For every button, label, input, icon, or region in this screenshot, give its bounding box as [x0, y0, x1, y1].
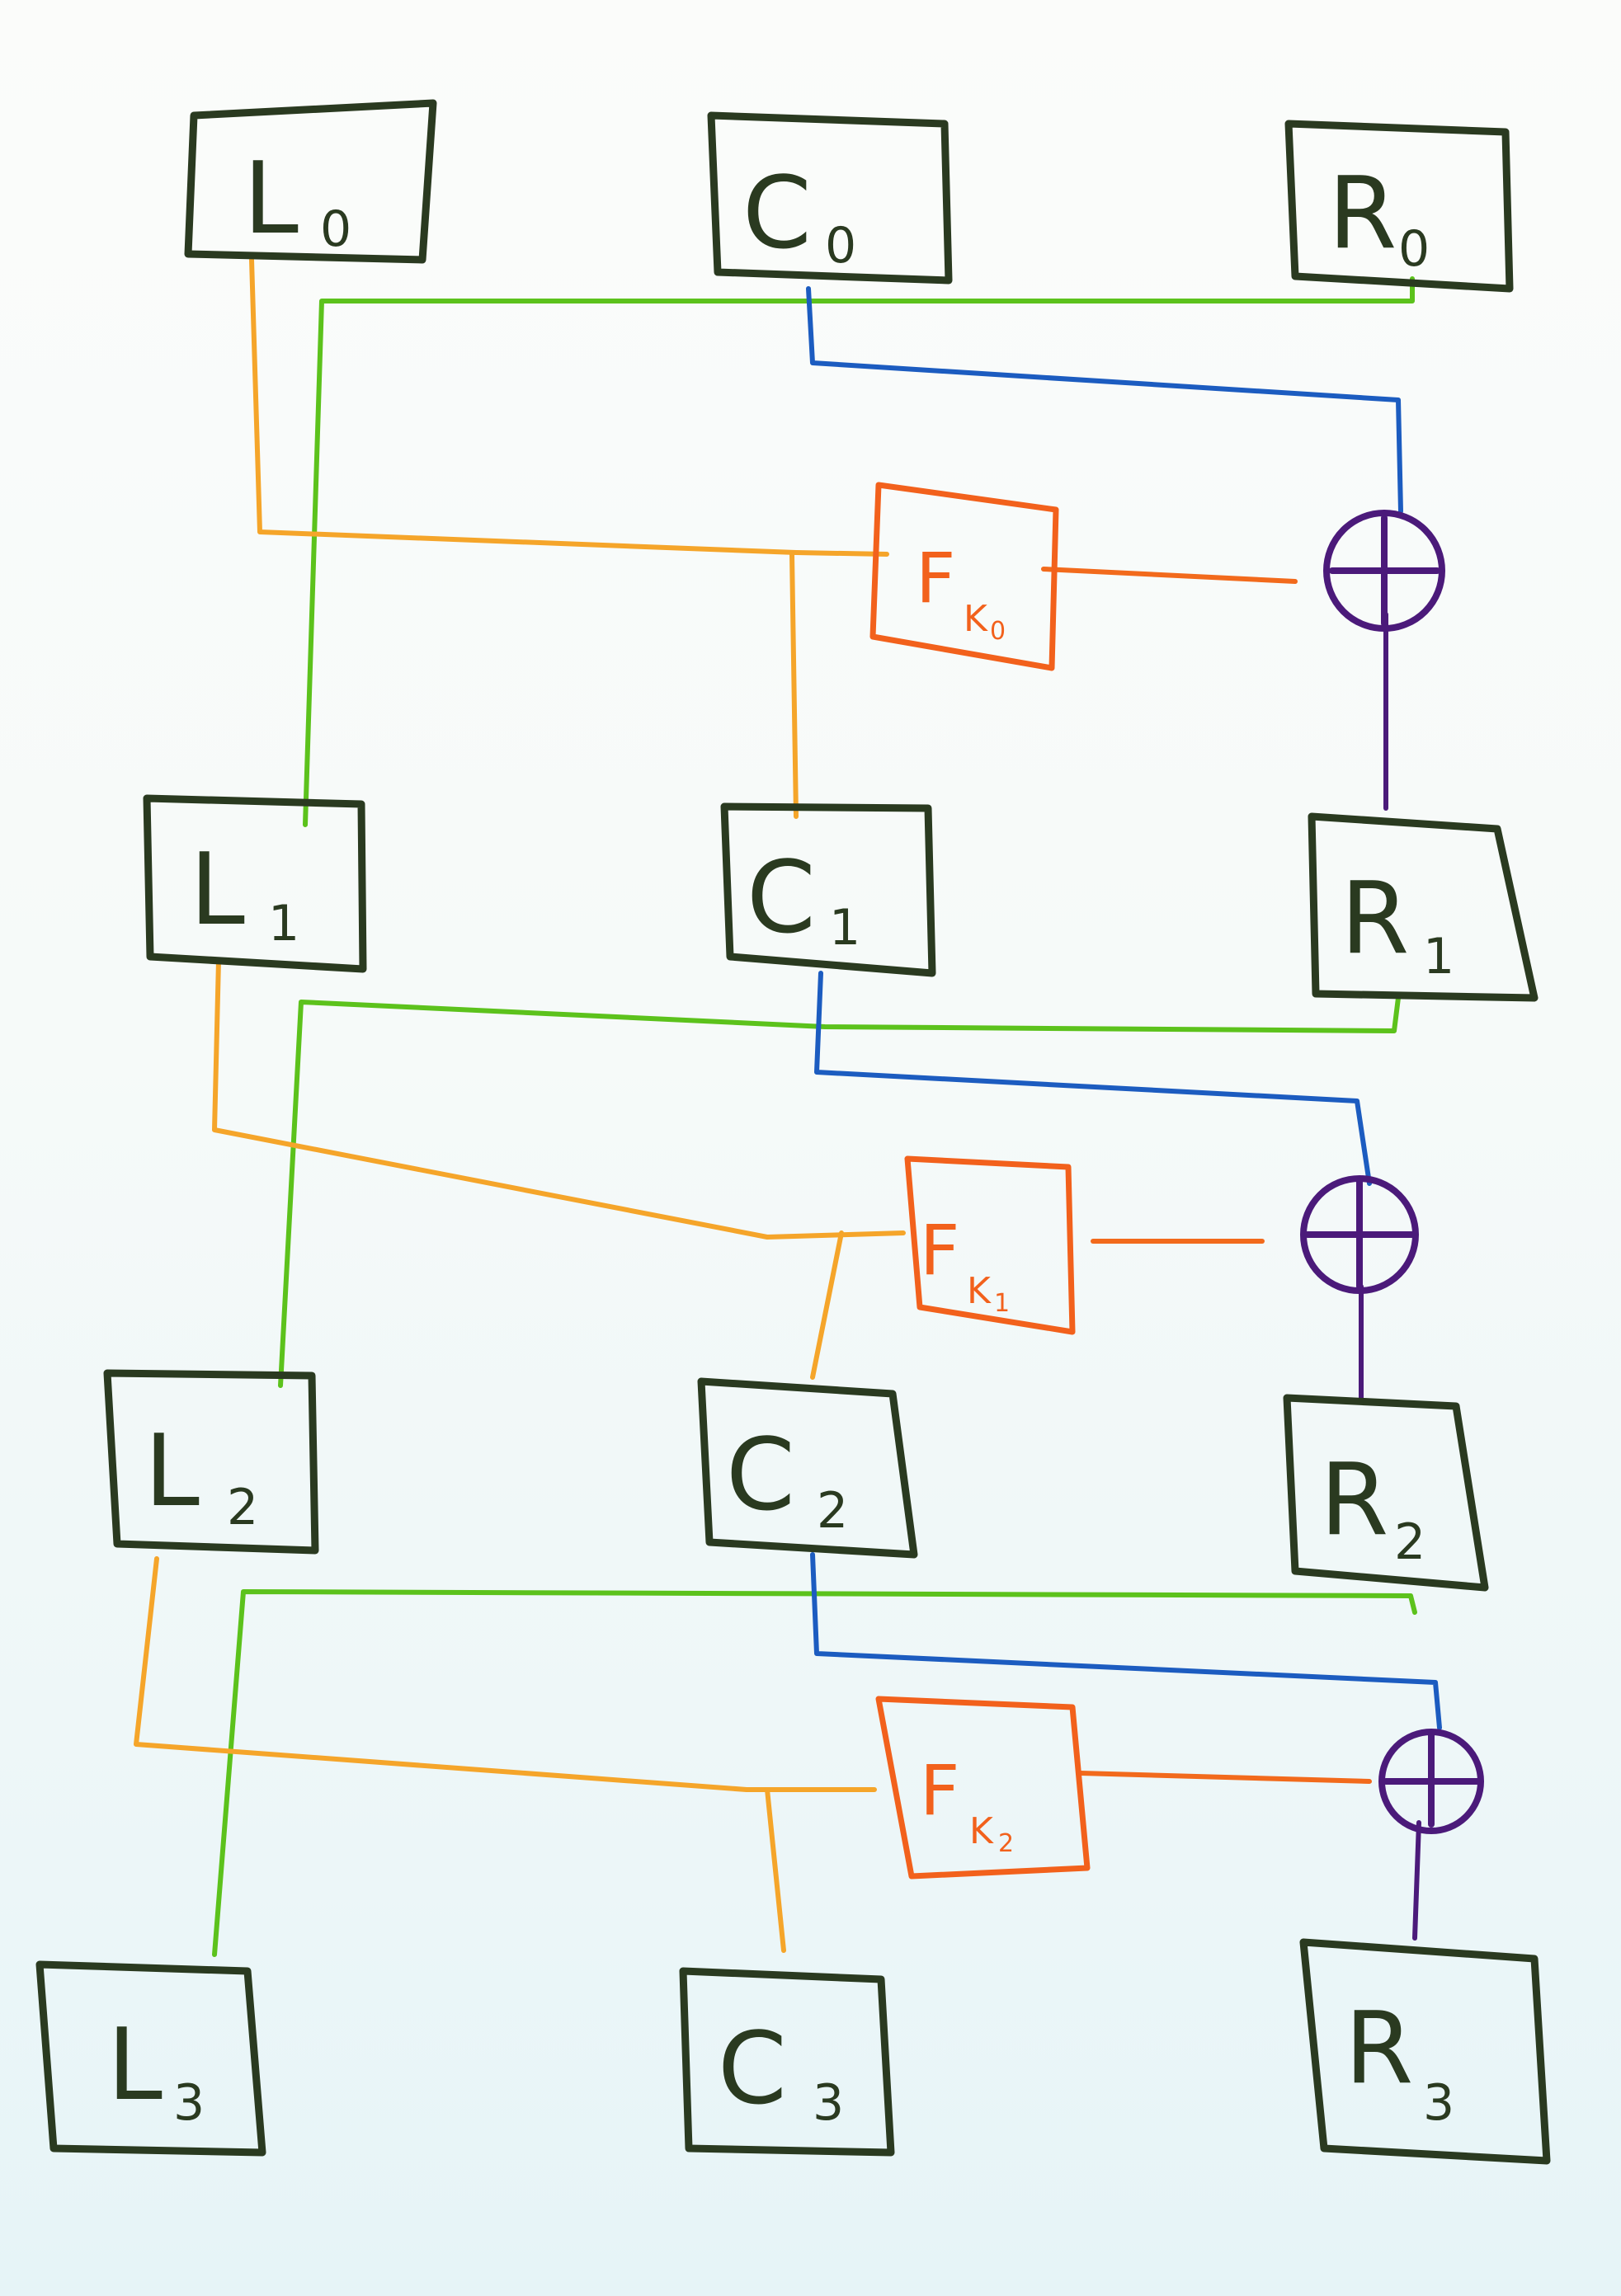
function-f-k2-letter: F: [920, 1750, 959, 1831]
function-f-k2-subsub: 2: [998, 1829, 1014, 1858]
block-c0: C 0: [707, 111, 953, 285]
wire-l0-to-f0: [249, 257, 889, 557]
function-f-k1: F K 1: [904, 1155, 1076, 1335]
block-c1-sub: 1: [829, 899, 860, 957]
xor-icon: [1323, 510, 1445, 632]
wire-f2-to-xor2: [1078, 1771, 1372, 1784]
block-r1-letter: R: [1341, 862, 1409, 976]
xor-icon: [1378, 1729, 1484, 1834]
wire-r1-to-l2: [278, 995, 1401, 1388]
block-r0-letter: R: [1328, 157, 1397, 271]
block-r3-letter: R: [1345, 1992, 1413, 2106]
block-l2: L 2: [103, 1369, 319, 1555]
block-r0: R 0: [1284, 120, 1514, 293]
block-l1: L 1: [143, 794, 367, 973]
block-l1-sub: 1: [268, 895, 299, 953]
wire-c1-to-xor1: [814, 971, 1372, 1186]
function-f-k1-sub: K: [967, 1270, 992, 1312]
function-f-k2-sub: K: [969, 1810, 994, 1852]
block-l0-letter: L: [243, 142, 299, 256]
block-l3-sub: 3: [173, 2074, 205, 2132]
block-c0-sub: 0: [825, 217, 856, 275]
function-f-k0-sub: K: [964, 598, 988, 640]
function-f-k0-subsub: 0: [990, 617, 1006, 646]
block-r1-sub: 1: [1423, 928, 1454, 986]
block-c3-letter: C: [718, 2012, 787, 2127]
block-c2-letter: C: [726, 1419, 795, 1533]
wire-r0-to-l1: [303, 276, 1415, 827]
xor-icon: [1300, 1175, 1419, 1294]
wire-c2-to-xor2: [810, 1552, 1442, 1730]
block-r2: R 2: [1283, 1394, 1489, 1592]
block-r1: R 1: [1308, 812, 1539, 1002]
block-r2-sub: 2: [1394, 1513, 1425, 1571]
blocks: L 0 C 0 R 0 L 1 C 1 R 1: [35, 99, 1551, 2165]
function-f-k0-letter: F: [916, 538, 955, 619]
block-c2: C 2: [697, 1377, 918, 1559]
block-l3: L 3: [35, 1960, 266, 2157]
block-l0-sub: 0: [320, 200, 351, 258]
block-l2-sub: 2: [227, 1479, 258, 1536]
block-r2-letter: R: [1320, 1443, 1388, 1558]
block-r3: R 3: [1299, 1938, 1551, 2165]
wire-c0-to-xor0: [806, 286, 1403, 514]
wire-r2-to-l3: [212, 1589, 1417, 1957]
wire-f1-to-c2: [810, 1230, 844, 1380]
block-r0-sub: 0: [1398, 220, 1430, 278]
round-functions: F K 0 F K 1 F K 2: [869, 482, 1091, 1880]
wire-l2-to-f2: [134, 1556, 877, 1792]
block-l3-letter: L: [107, 2008, 163, 2123]
wire-xor2-to-r3: [1412, 1820, 1421, 1941]
block-c3: C 3: [679, 1967, 895, 2157]
wire-l1-to-f1: [212, 958, 906, 1240]
wire-f0-to-c1: [789, 552, 799, 819]
wires: [134, 257, 1442, 1957]
wire-f0-to-xor0: [1041, 567, 1298, 584]
function-f-k1-letter: F: [920, 1210, 959, 1291]
block-c1: C 1: [720, 802, 936, 977]
block-c1-letter: C: [747, 841, 816, 956]
wire-f2-to-c3: [765, 1787, 786, 1953]
function-f-k1-subsub: 1: [994, 1289, 1010, 1318]
block-l2-letter: L: [144, 1414, 200, 1529]
block-c3-sub: 3: [813, 2074, 844, 2132]
xor-nodes: [1300, 510, 1484, 1834]
block-l1-letter: L: [190, 833, 245, 948]
block-l0: L 0: [184, 99, 437, 264]
function-f-k0: F K 0: [869, 482, 1059, 671]
block-c0-letter: C: [742, 157, 812, 271]
block-c2-sub: 2: [817, 1482, 848, 1540]
block-r3-sub: 3: [1423, 2074, 1454, 2132]
function-f-k2: F K 2: [875, 1696, 1091, 1880]
